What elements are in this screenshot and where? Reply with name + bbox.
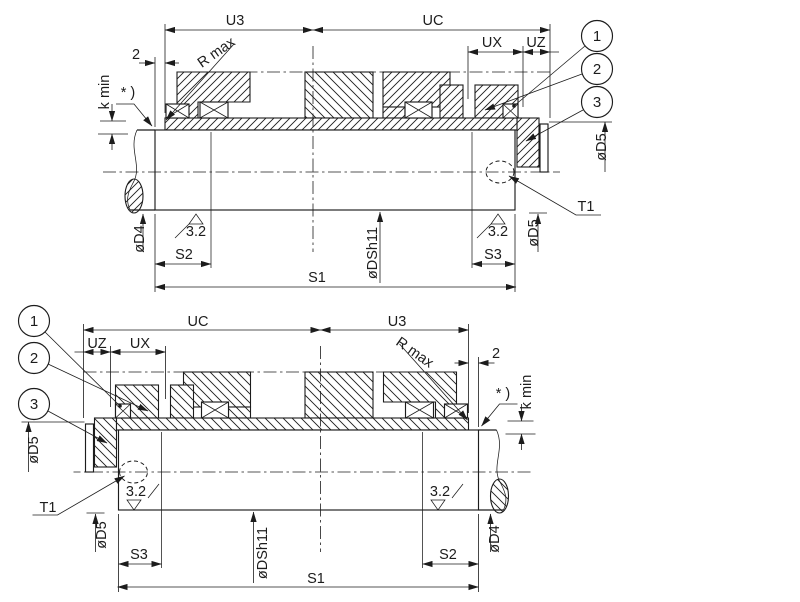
roughness-symbol: 3.2 (430, 483, 464, 511)
seal-components-hatched (93, 371, 510, 514)
label-dsh11: øDSh11 (255, 527, 271, 579)
label-d4: øD4 (132, 225, 148, 252)
balloons-bottom: 1 2 3 (17, 304, 149, 444)
balloon-1-label: 1 (30, 313, 38, 330)
label-d5: øD5 (26, 436, 42, 463)
label-d4: øD4 (487, 525, 503, 552)
roughness-value: 3.2 (430, 484, 450, 500)
label-uc: UC (423, 13, 444, 29)
balloon-2 (17, 341, 51, 375)
label-kmin: k min (519, 375, 535, 410)
label-t1: T1 (40, 500, 57, 516)
bottom-view: 1 2 3 3.2 3.2 UC U3 UZ UX 2 R max * ) k … (17, 304, 536, 593)
roughness-value: 3.2 (186, 224, 206, 240)
label-s1: S1 (307, 571, 325, 587)
label-d5: øD5 (94, 521, 110, 548)
label-rmax: R max (393, 334, 437, 372)
roughness-value: 3.2 (126, 484, 146, 500)
roughness-symbol: 3.2 (126, 483, 160, 511)
label-uz: UZ (526, 35, 545, 51)
leader-dot (118, 404, 122, 408)
balloons-top: 1 2 3 (484, 19, 614, 142)
shaft-break-section (489, 478, 510, 514)
balloon-1 (17, 304, 51, 338)
roughness-symbol: 3.2 (174, 213, 206, 240)
label-2: 2 (492, 346, 500, 362)
seal-ring-section (182, 371, 252, 408)
seal-components-hatched (124, 71, 540, 214)
label-uz: UZ (87, 336, 106, 352)
balloon-2-label: 2 (593, 61, 601, 78)
label-s2: S2 (175, 247, 193, 263)
label-d5: øD5 (594, 133, 610, 160)
clamp-ring-section (516, 117, 540, 168)
seal-ring-section (227, 406, 252, 419)
top-view: 1 2 3 3.2 3.2 U3 UC UX UZ 2 R max k min … (97, 13, 614, 292)
balloon-3-label: 3 (593, 94, 601, 111)
balloon-2 (580, 52, 614, 86)
label-ux: UX (482, 35, 502, 51)
roughness-symbol: 3.2 (476, 213, 508, 240)
label-s3: S3 (484, 247, 502, 263)
roughness-value: 3.2 (488, 224, 508, 240)
label-footnote: * ) (121, 85, 136, 101)
label-d5: øD5 (526, 219, 542, 246)
label-2: 2 (132, 47, 140, 63)
label-rmax: R max (195, 34, 239, 72)
balloon-3 (17, 387, 51, 421)
label-s2: S2 (439, 547, 457, 563)
retainer-section (439, 84, 464, 119)
label-footnote: * ) (496, 386, 511, 402)
retainer-section (169, 384, 195, 419)
shaft-sleeve-section (164, 117, 518, 131)
seal-ring-section (382, 106, 406, 119)
leader-dot (512, 104, 516, 108)
balloon-1-label: 1 (593, 28, 601, 45)
label-kmin: k min (97, 75, 113, 110)
rotating-unit-section (304, 371, 374, 419)
label-dsh11: øDSh11 (365, 227, 381, 279)
label-s1: S1 (308, 270, 326, 286)
shaft-sleeve-section (115, 417, 470, 431)
balloon-1 (580, 19, 614, 53)
balloon-3-label: 3 (30, 396, 38, 413)
label-ux: UX (130, 336, 150, 352)
balloon-2-label: 2 (30, 350, 38, 367)
label-t1: T1 (578, 199, 595, 215)
label-uc: UC (188, 314, 209, 330)
balloon-3 (580, 85, 614, 119)
label-s3: S3 (130, 547, 148, 563)
shaft-break-section (124, 178, 144, 214)
label-u3: U3 (226, 13, 245, 29)
label-u3: U3 (388, 314, 407, 330)
rotating-unit-section (304, 71, 374, 119)
